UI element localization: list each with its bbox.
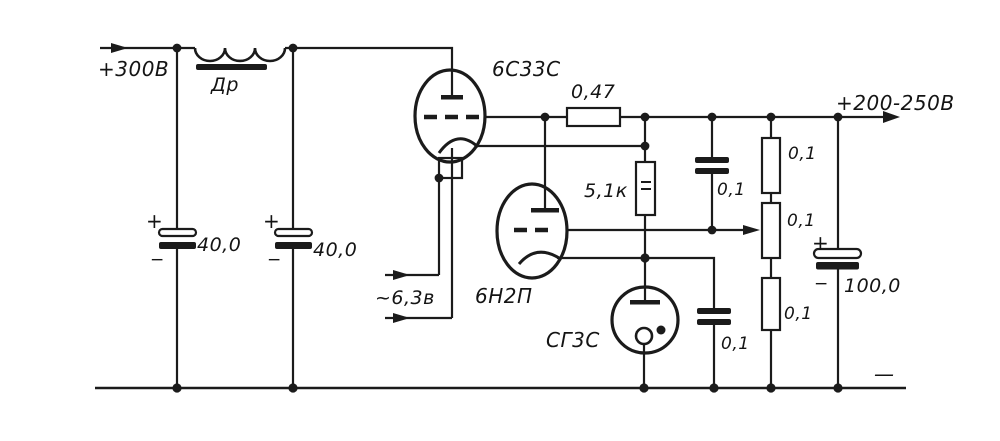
grid-node-wiring: [484, 111, 900, 208]
output-cap-minus: −: [814, 274, 829, 294]
feedback-cap-symbol: [695, 117, 729, 230]
input-cap-2-minus: −: [267, 250, 282, 270]
input-cap-2-label: 40,0: [313, 239, 357, 261]
plate-resistor-label: 0,47: [571, 81, 615, 103]
choke-core: [196, 64, 267, 70]
pass-tube-anode: [441, 95, 463, 100]
output-cap-plus: +: [812, 231, 829, 255]
output-cap-label: 100,0: [844, 275, 901, 297]
ref-tube-symbol: [610, 258, 680, 388]
plate-resistor-symbol: [565, 106, 622, 128]
divider-r1-label: 0,1: [788, 144, 817, 164]
divider-r3-label: 0,1: [784, 304, 813, 324]
amp-tube-symbol: [495, 182, 569, 280]
ref-cap-label: 0,1: [721, 334, 750, 354]
input-cap-1-symbol: [157, 48, 198, 388]
filament-wiring: [385, 148, 454, 323]
amp-tube-cathode: [517, 250, 560, 266]
input-cap-2-symbol: [273, 48, 314, 388]
output-cap-symbol: [812, 117, 863, 388]
pass-tube-cathode: [437, 137, 480, 154]
junction-dots: [172, 43, 843, 393]
filament-arrow-2-icon: [393, 313, 410, 323]
input-cap-1-label: 40,0: [197, 234, 241, 256]
ref-tube-anode: [630, 300, 660, 305]
amp-grid-wiring: [567, 225, 760, 235]
input-arrow-icon: [111, 43, 128, 53]
input-cap-2-plus: +: [263, 209, 280, 233]
divider-r3-symbol: [760, 276, 782, 332]
cathode-resistor-label: 5,1к: [584, 180, 628, 202]
wiper-arrow-icon: [743, 225, 760, 235]
pass-tube-heater: [437, 156, 464, 180]
divider-r2-label: 0,1: [787, 211, 816, 231]
choke-label: Др: [210, 74, 239, 96]
cathode-resistor-symbol: [634, 146, 657, 258]
ref-cap-symbol: [697, 308, 731, 388]
pass-tube-symbol: [413, 68, 487, 180]
output-arrow-icon: [883, 111, 900, 123]
pass-tube-label: 6С33С: [492, 57, 561, 81]
input-cap-1-minus: −: [150, 250, 165, 270]
amp-cathode-wiring: [557, 256, 716, 308]
ground-minus-label: —: [874, 362, 895, 386]
feedback-cap-label: 0,1: [717, 180, 746, 200]
input-voltage-label: +300В: [98, 57, 169, 81]
divider-r1-symbol: [760, 136, 782, 195]
ref-tube-cathode: [634, 326, 654, 346]
choke-symbol: [193, 47, 287, 70]
amp-tube-label: 6Н2П: [475, 284, 533, 308]
amp-tube-anode: [531, 208, 559, 213]
filament-arrow-1-icon: [393, 270, 410, 280]
divider-r2-symbol: [760, 201, 782, 260]
output-voltage-label: +200-250В: [836, 91, 955, 115]
ref-tube-label: СГ3С: [546, 328, 600, 352]
input-cap-1-plus: +: [146, 209, 163, 233]
divider-chain-symbol: [760, 117, 782, 388]
filament-voltage-label: ~6,3в: [375, 287, 435, 309]
gas-fill-dot: [656, 325, 666, 335]
